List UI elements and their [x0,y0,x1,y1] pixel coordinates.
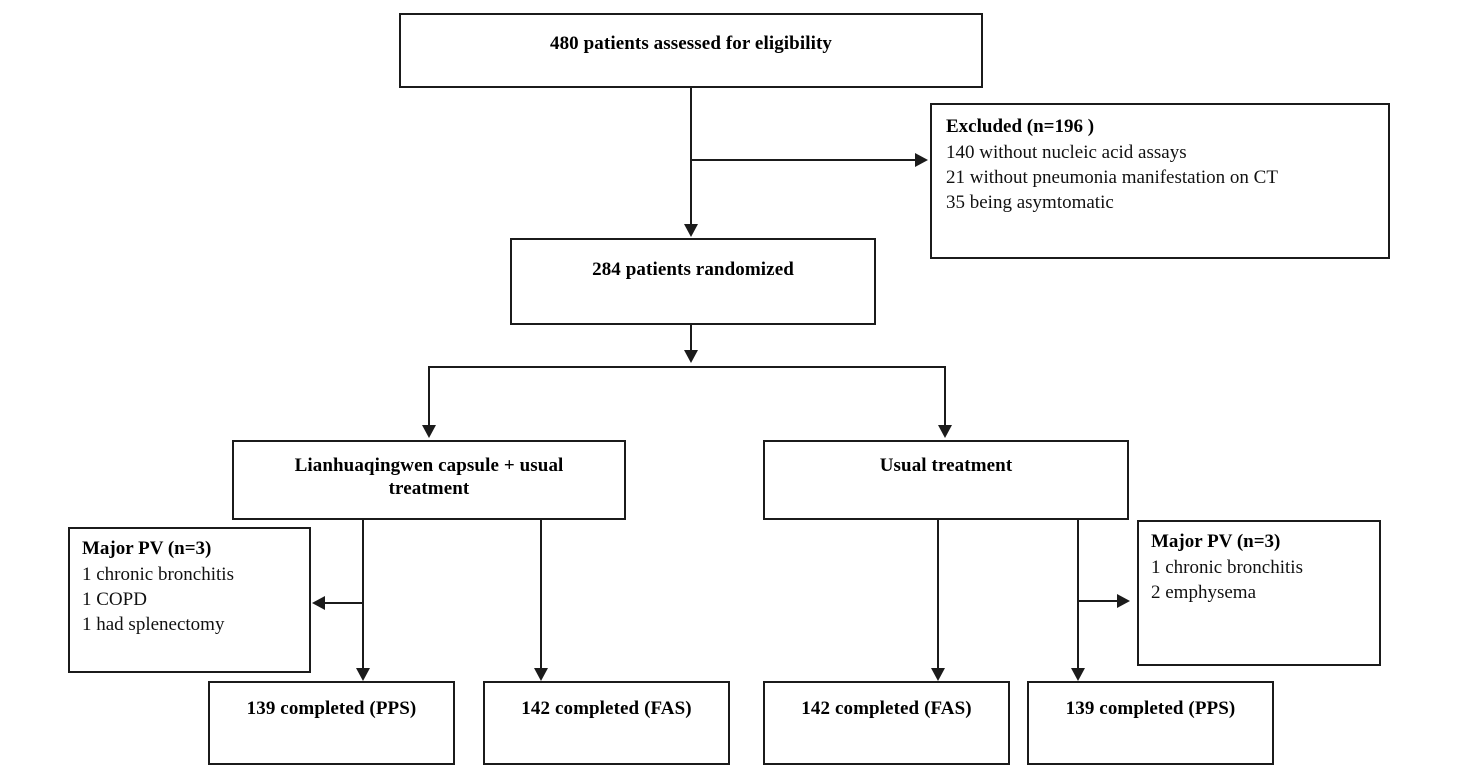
arrowhead-to-treatment-arm [422,425,436,438]
outcome-label: 139 completed (PPS) [246,698,417,719]
pv-left-item-2: 1 COPD [82,588,147,610]
arrowhead-randomized-split [684,350,698,363]
connector-treatment-to-pv-left [325,602,363,604]
connector-control-fas-drop [937,520,939,675]
node-outcome-2: 142 completed (FAS) [483,681,730,765]
arrowhead-to-excluded [915,153,928,167]
outcome-label: 139 completed (PPS) [1065,698,1236,719]
connector-treatment-fas-drop [540,520,542,675]
arrowhead-to-control-arm [938,425,952,438]
pv-left-heading: Major PV (n=3) [82,538,212,559]
arrowhead-to-randomized [684,224,698,237]
node-major-pv-left: Major PV (n=3) 1 chronic bronchitis 1 CO… [68,527,311,673]
excluded-reason-3: 35 being asymtomatic [946,191,1114,213]
pv-left-item-3: 1 had splenectomy [82,613,225,635]
connector-assessed-to-randomized [690,88,692,226]
node-assessed-for-eligibility: 480 patients assessed for eligibility [399,13,983,88]
arrowhead-control-to-fas [931,668,945,681]
connector-split-bar [428,366,946,368]
arrowhead-to-pv-right [1117,594,1130,608]
connector-to-excluded [690,159,915,161]
pv-left-item-1: 1 chronic bronchitis [82,563,234,585]
pv-right-heading: Major PV (n=3) [1151,531,1281,552]
node-major-pv-right: Major PV (n=3) 1 chronic bronchitis 2 em… [1137,520,1381,666]
outcome-label: 142 completed (FAS) [801,698,972,719]
connector-split-left-drop [428,366,430,428]
node-randomized: 284 patients randomized [510,238,876,325]
excluded-reason-1: 140 without nucleic acid assays [946,141,1187,163]
connector-control-to-pv-right [1079,600,1117,602]
excluded-heading: Excluded (n=196 ) [946,116,1095,137]
node-arm-usual-treatment: Usual treatment [763,440,1129,520]
arrowhead-to-pv-left [312,596,325,610]
assessed-label: 480 patients assessed for eligibility [549,33,833,54]
node-outcome-4: 139 completed (PPS) [1027,681,1274,765]
node-outcome-1: 139 completed (PPS) [208,681,455,765]
excluded-reason-2: 21 without pneumonia manifestation on CT [946,166,1278,188]
connector-control-pps-drop [1077,520,1079,675]
arm-treatment-line-2: treatment [388,478,470,500]
node-arm-lianhuaqingwen: Lianhuaqingwen capsule + usual treatment [232,440,626,520]
randomized-label: 284 patients randomized [592,259,794,280]
outcome-label: 142 completed (FAS) [521,698,692,719]
arm-treatment-line-1: Lianhuaqingwen capsule + usual [294,455,564,476]
pv-right-item-2: 2 emphysema [1151,581,1257,603]
node-excluded: Excluded (n=196 ) 140 without nucleic ac… [930,103,1390,259]
arrowhead-treatment-to-pps [356,668,370,681]
connector-treatment-pps-drop [362,520,364,675]
connector-split-right-drop [944,366,946,428]
arrowhead-treatment-to-fas [534,668,548,681]
pv-right-item-1: 1 chronic bronchitis [1151,556,1303,578]
arrowhead-control-to-pps [1071,668,1085,681]
arm-control-label: Usual treatment [879,455,1013,476]
connector-randomized-stem [690,325,692,353]
node-outcome-3: 142 completed (FAS) [763,681,1010,765]
